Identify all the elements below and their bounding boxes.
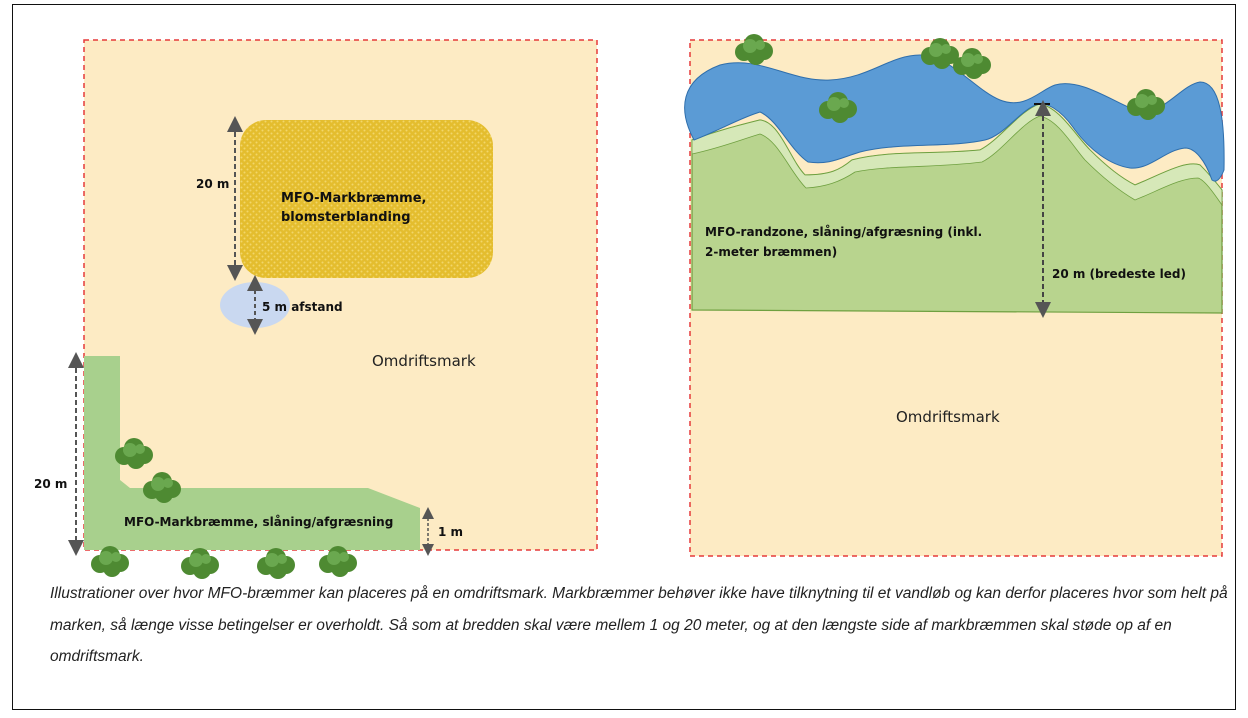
grazing-strip-width-label: 20 m	[34, 477, 67, 491]
grazing-strip-label: MFO-Markbræmme, slåning/afgræsning	[124, 515, 393, 529]
flower-strip-width-label: 20 m	[196, 177, 229, 191]
buffer-band	[691, 103, 1223, 207]
left-field-label: Omdriftsmark	[372, 352, 476, 370]
watercourse	[684, 54, 1225, 182]
right-field-label: Omdriftsmark	[896, 408, 1000, 426]
bush-icon	[181, 548, 219, 579]
bush-icon	[319, 546, 357, 577]
flower-strip-label-line1: MFO-Markbræmme,	[281, 191, 426, 206]
figure-caption: Illustrationer over hvor MFO-bræmmer kan…	[50, 585, 1228, 665]
right-diagram: MFO-randzone, slåning/afgræsning (inkl. …	[684, 34, 1225, 557]
flower-strip	[240, 120, 493, 278]
flower-strip-label-line2: blomsterblanding	[281, 210, 411, 225]
buffer-zone-label-line1: MFO-randzone, slåning/afgræsning (inkl.	[705, 225, 982, 239]
buffer-zone-label-line2: 2-meter bræmmen)	[705, 245, 837, 259]
left-diagram: MFO-Markbræmme, blomsterblanding 20 m 5 …	[34, 39, 598, 579]
buffer-width-label: 20 m (bredeste led)	[1052, 267, 1186, 281]
bush-icon	[257, 548, 295, 579]
grazing-strip-narrow-label: 1 m	[438, 525, 463, 539]
distance-label: 5 m afstand	[262, 300, 343, 314]
